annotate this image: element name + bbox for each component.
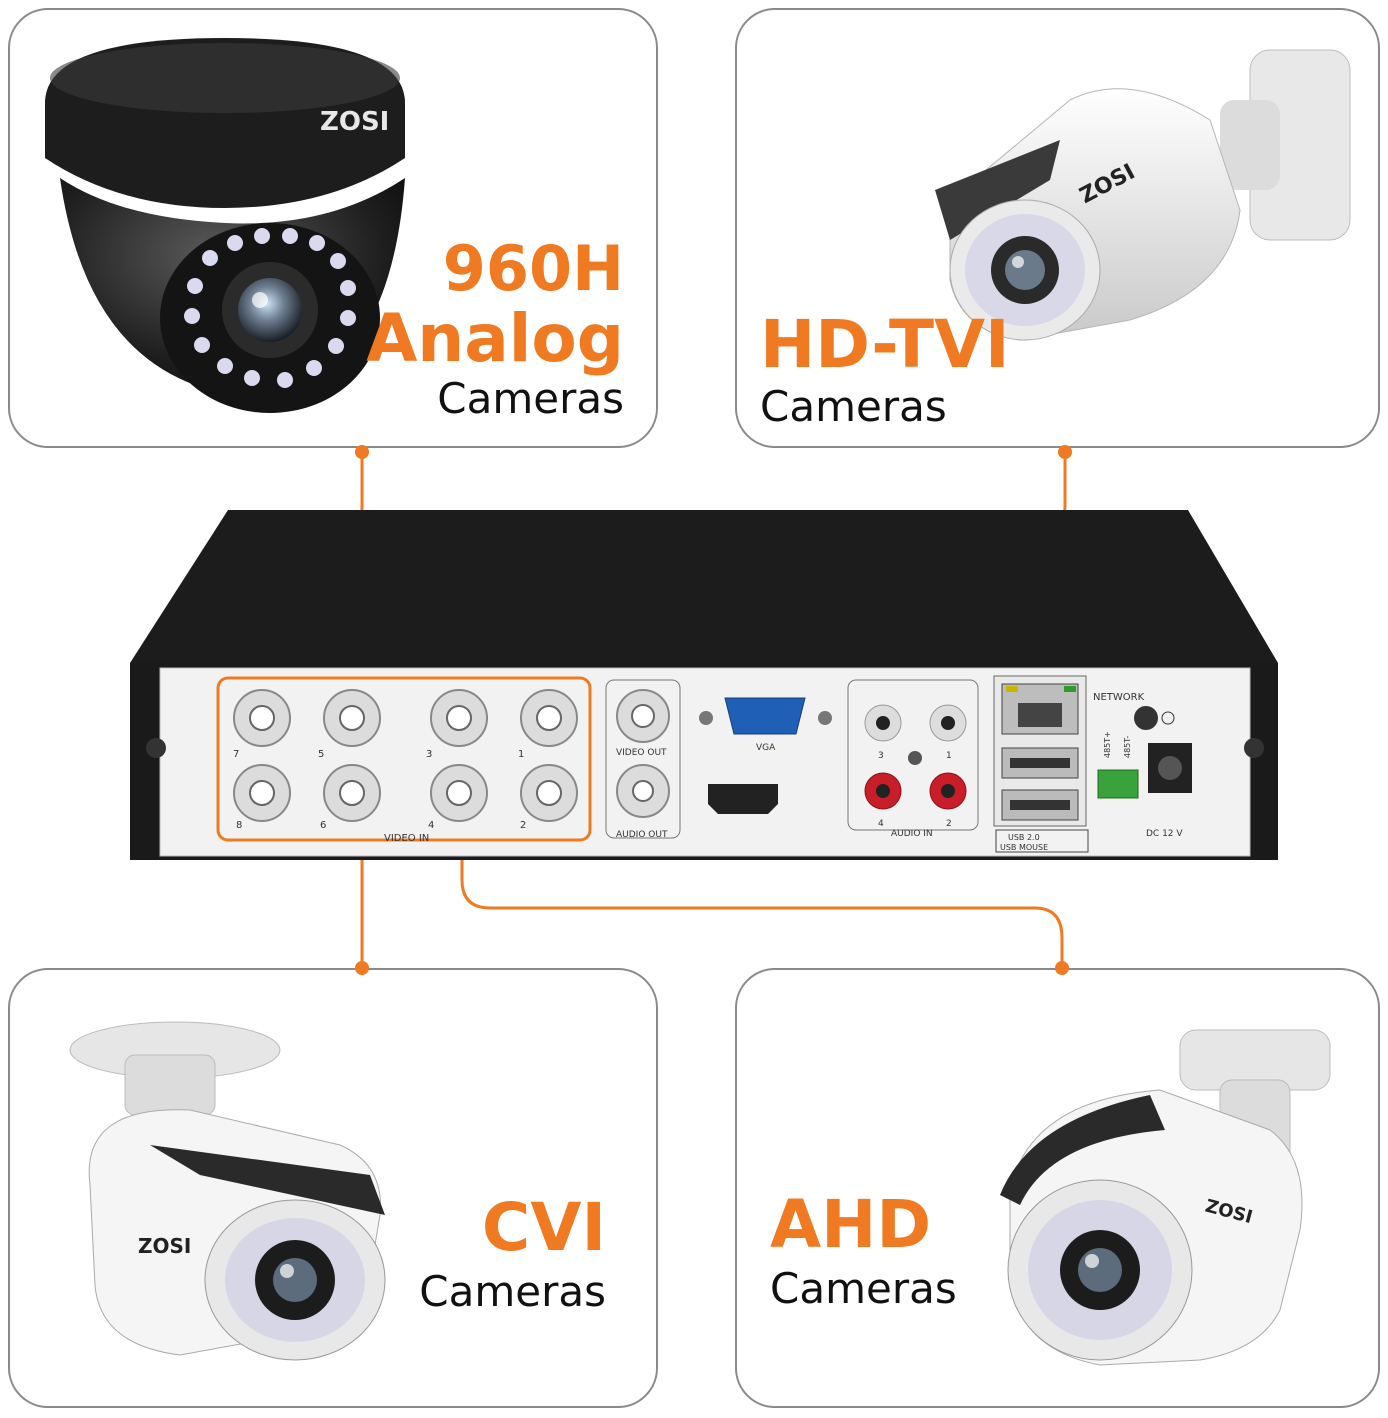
svg-text:3: 3 xyxy=(426,749,432,760)
svg-text:USB MOUSE: USB MOUSE xyxy=(1000,843,1048,852)
svg-text:DC 12 V: DC 12 V xyxy=(1146,829,1183,839)
label-analog: Analog xyxy=(366,300,624,377)
svg-text:AUDIO IN: AUDIO IN xyxy=(891,829,933,839)
svg-text:1: 1 xyxy=(946,751,952,761)
svg-text:4: 4 xyxy=(428,820,434,831)
svg-text:5: 5 xyxy=(318,749,324,760)
label-ahd-title: AHD xyxy=(770,1186,932,1263)
svg-text:6: 6 xyxy=(320,820,326,831)
svg-text:2: 2 xyxy=(946,819,952,829)
svg-text:AUDIO OUT: AUDIO OUT xyxy=(616,830,668,840)
label-cvi-title: CVI xyxy=(481,1189,606,1266)
brand-logo: ZOSI xyxy=(138,1234,191,1258)
dvr-device: 7 5 3 1 8 6 4 2 VIDEO IN VIDEO OUT AUDIO… xyxy=(130,510,1278,860)
svg-text:USB 2.0: USB 2.0 xyxy=(1008,833,1040,842)
bullet-camera-image-hdtvi: ZOSI xyxy=(935,49,1351,341)
svg-text:VIDEO IN: VIDEO IN xyxy=(384,833,429,844)
label-cameras: Cameras xyxy=(437,374,624,423)
svg-text:1: 1 xyxy=(518,749,524,760)
label-hd-tvi: HD-TVI Cameras xyxy=(760,312,1010,428)
wire-dot xyxy=(355,445,369,459)
wire-dot xyxy=(1055,961,1069,975)
wire-dot xyxy=(1058,445,1072,459)
svg-text:VGA: VGA xyxy=(756,743,776,753)
svg-text:NETWORK: NETWORK xyxy=(1093,692,1145,703)
svg-text:8: 8 xyxy=(236,820,242,831)
wire-ahd xyxy=(460,838,1064,968)
svg-text:485T+: 485T+ xyxy=(1103,731,1112,758)
svg-text:2: 2 xyxy=(520,820,526,831)
label-hdtvi: HD-TVI xyxy=(760,306,1010,383)
bullet-camera-image-cvi: ZOSI xyxy=(69,1021,386,1361)
label-cameras: Cameras xyxy=(770,1264,957,1313)
label-960h-analog: 960H Analog Cameras xyxy=(366,238,624,420)
label-cvi: CVI Cameras xyxy=(419,1195,606,1313)
brand-logo: ZOSI xyxy=(320,107,389,137)
label-cameras: Cameras xyxy=(760,382,947,431)
svg-text:4: 4 xyxy=(878,819,884,829)
svg-text:VIDEO OUT: VIDEO OUT xyxy=(616,748,667,758)
svg-text:485T-: 485T- xyxy=(1123,736,1132,758)
video-in-block xyxy=(216,676,592,842)
label-cameras: Cameras xyxy=(419,1267,606,1316)
svg-text:3: 3 xyxy=(878,751,884,761)
dome-camera-image: ZOSI xyxy=(45,38,405,413)
label-960h: 960H xyxy=(442,232,624,305)
wire-dot xyxy=(355,961,369,975)
svg-text:7: 7 xyxy=(233,749,239,760)
label-ahd: AHD Cameras xyxy=(770,1192,957,1310)
bullet-camera-image-ahd: ZOSI xyxy=(1000,1029,1331,1366)
